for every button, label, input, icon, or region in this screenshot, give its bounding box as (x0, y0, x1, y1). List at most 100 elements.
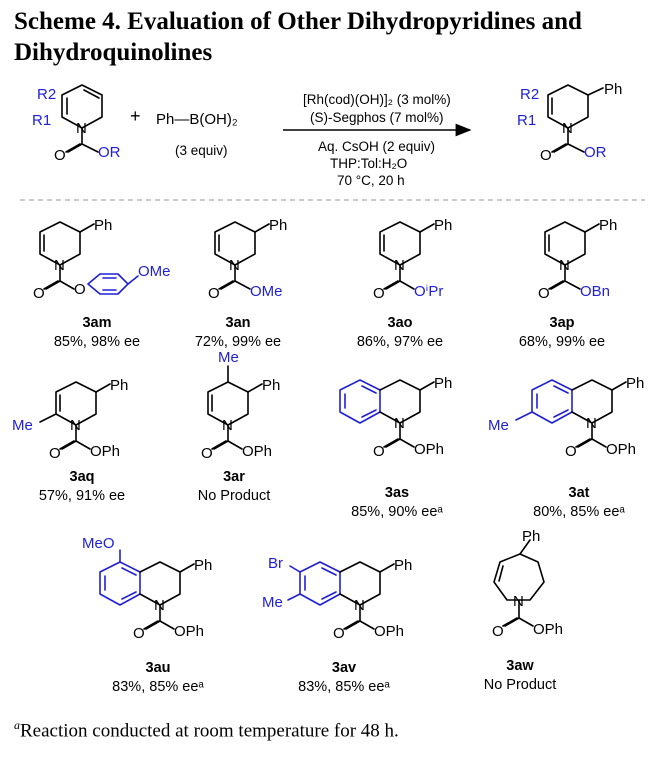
oph-label: OPh (90, 443, 120, 460)
o-label: O (565, 443, 577, 460)
ph-label: Ph (522, 528, 540, 545)
n-label: N (513, 593, 524, 610)
compound-id: 3ar (223, 469, 245, 485)
footnote-text: Reaction conducted at room temperature f… (20, 720, 399, 742)
oipr-label: OⁱPr (414, 283, 443, 300)
product-structure: R2 R1 Ph N O OR (517, 81, 622, 164)
o-label: O (201, 445, 213, 462)
condition-temperature: 70 °C, 20 h (337, 173, 405, 188)
reagent-equiv: (3 equiv) (175, 143, 228, 158)
compound-result: 85%, 98% ee (54, 334, 140, 350)
scheme-footnote: aReaction conducted at room temperature … (14, 718, 399, 742)
condition-catalyst: [Rh(cod)(OH)]₂ (3 mol%) (303, 92, 451, 107)
obn-label: OBn (580, 283, 610, 300)
compound-result: 85%, 90% eeᵃ (351, 504, 443, 520)
oph-label: OPh (414, 441, 444, 458)
footnote-marker: a (14, 718, 20, 732)
reagent-label: Ph—B(OH)₂ (156, 111, 238, 128)
n-label: N (76, 120, 87, 137)
compound-result: 57%, 91% ee (39, 488, 125, 504)
compound-result: 72%, 99% ee (195, 334, 281, 350)
compound-id: 3as (385, 485, 409, 501)
compound-result: 83%, 85% eeᵃ (298, 679, 390, 695)
ome-label: OMe (138, 263, 171, 280)
r2-label: R2 (520, 86, 539, 103)
structure-3as: Ph N O OPh (339, 375, 452, 460)
compound-id: 3ao (388, 315, 413, 331)
starting-material-structure: R2 R1 N O OR (32, 84, 121, 164)
or-label: OR (98, 144, 121, 161)
o-label: O (333, 625, 345, 642)
ph-label: Ph (434, 217, 452, 234)
br-label: Br (268, 555, 283, 572)
compound-id: 3at (569, 485, 590, 501)
compound-result: 68%, 99% ee (519, 334, 605, 350)
structure-3aq: Ph Me N O OPh (12, 377, 128, 462)
compound-id: 3aw (506, 658, 534, 674)
o-label: O (33, 285, 45, 302)
o-label: O (74, 281, 86, 298)
n-label: N (394, 257, 405, 274)
n-label: N (354, 597, 365, 614)
o-label: O (54, 147, 66, 164)
ph-label: Ph (262, 377, 280, 394)
structure-3av: Br Me Ph N O OPh (262, 555, 412, 642)
me-label: Me (262, 594, 283, 611)
structure-3au: MeO Ph N O OPh (82, 535, 212, 642)
o-label: O (540, 147, 552, 164)
oph-label: OPh (174, 623, 204, 640)
compound-result: 83%, 85% eeᵃ (112, 679, 204, 695)
oph-label: OPh (374, 623, 404, 640)
structure-3ao: Ph N O OⁱPr (373, 217, 452, 302)
n-label: N (562, 120, 573, 137)
ph-label: Ph (626, 375, 644, 392)
scheme-title: Scheme 4. Evaluation of Other Dihydropyr… (14, 8, 582, 66)
condition-solvent: THP:Tol:H₂O (330, 156, 407, 171)
ph-label: Ph (394, 557, 412, 574)
compound-id: 3av (332, 660, 356, 676)
compound-id: 3aq (70, 469, 95, 485)
oph-label: OPh (533, 621, 563, 638)
n-label: N (559, 257, 570, 274)
o-label: O (373, 285, 385, 302)
ph-label: Ph (94, 217, 112, 234)
me-label: Me (218, 349, 239, 366)
me-label: Me (488, 417, 509, 434)
structure-3ap: Ph N O OBn (538, 217, 617, 302)
n-label: N (54, 257, 65, 274)
compound-id: 3am (82, 315, 111, 331)
ph-label: Ph (599, 217, 617, 234)
n-label: N (154, 597, 165, 614)
compound-result: No Product (484, 677, 557, 693)
structure-3ar: Me Ph N O OPh (201, 349, 280, 462)
o-label: O (373, 443, 385, 460)
structure-3an: Ph N O OMe (208, 217, 287, 302)
or-label: OR (584, 144, 607, 161)
compound-result: No Product (198, 488, 271, 504)
ph-label: Ph (604, 81, 622, 98)
o-label: O (133, 625, 145, 642)
oph-label: OPh (242, 443, 272, 460)
r1-label: R1 (32, 112, 51, 129)
r2-label: R2 (37, 86, 56, 103)
structure-3aw: Ph N O OPh (492, 528, 563, 640)
n-label: N (222, 417, 233, 434)
n-label: N (70, 417, 81, 434)
compound-id: 3ap (550, 315, 575, 331)
plus-sign: + (130, 106, 141, 126)
compound-id: 3au (146, 660, 171, 676)
ph-label: Ph (434, 375, 452, 392)
condition-base: Aq. CsOH (2 equiv) (318, 139, 435, 154)
o-label: O (492, 623, 504, 640)
n-label: N (229, 257, 240, 274)
ph-label: Ph (269, 217, 287, 234)
structure-3at: Me Ph N O OPh (488, 375, 644, 460)
n-label: N (394, 415, 405, 432)
meo-label: MeO (82, 535, 115, 552)
r1-label: R1 (517, 112, 536, 129)
o-label: O (538, 285, 550, 302)
compound-result: 86%, 97% ee (357, 334, 443, 350)
n-label: N (586, 415, 597, 432)
ph-label: Ph (194, 557, 212, 574)
